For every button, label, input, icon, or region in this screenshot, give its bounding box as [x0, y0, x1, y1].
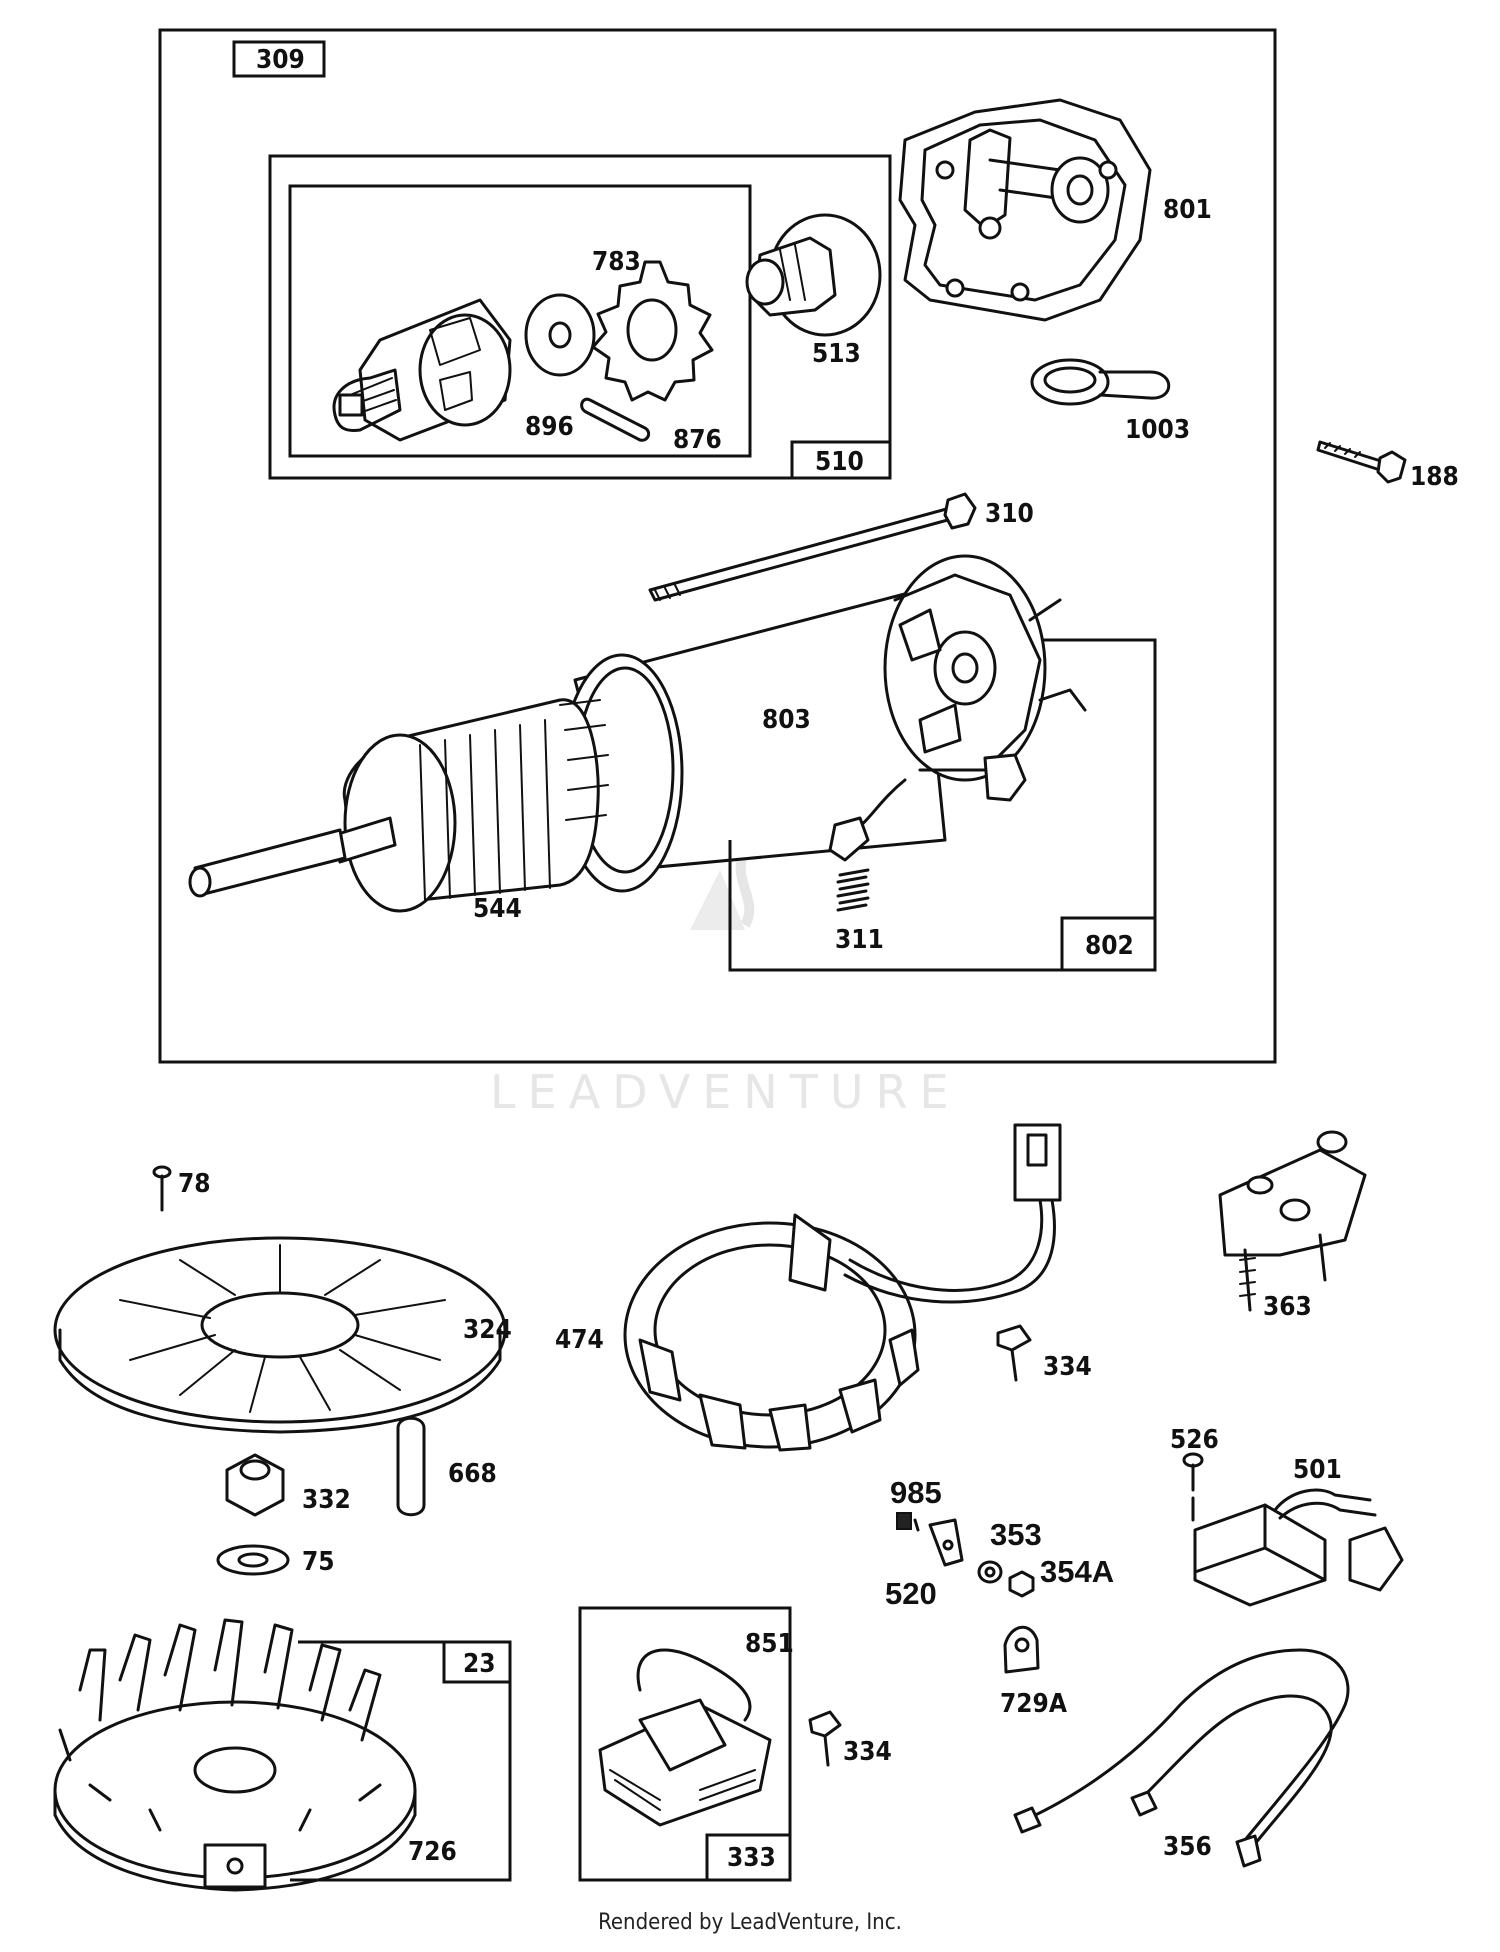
drive-clutch-part [332, 298, 512, 442]
box-23-tag [442, 1640, 512, 1684]
screen-324-part [53, 1236, 507, 1434]
harness-356-part [1013, 1648, 1350, 1868]
label-876: 876 [673, 425, 722, 455]
label-526: 526 [1170, 1425, 1219, 1455]
bracket-363-part [1218, 1130, 1367, 1312]
box-510-outer [268, 154, 892, 480]
label-729a: 729A [1000, 1689, 1067, 1719]
screw-334-upper-part [996, 1324, 1032, 1382]
label-513: 513 [812, 339, 861, 369]
label-896: 896 [525, 412, 574, 442]
label-311: 311 [835, 925, 884, 955]
grommet-729a-part [1003, 1626, 1040, 1674]
box-333-number: 333 [727, 1843, 776, 1873]
label-310: 310 [985, 499, 1034, 529]
box-333-frame [578, 1606, 792, 1882]
label-520: 520 [885, 1576, 937, 1611]
box-802-number: 802 [1085, 931, 1134, 961]
spring-311-part [836, 868, 870, 912]
box-23-number: 23 [463, 1649, 496, 1679]
alternator-474-part [623, 1123, 1062, 1452]
label-324: 324 [463, 1315, 512, 1345]
label-501: 501 [1293, 1455, 1342, 1485]
footer-credit: Rendered by LeadVenture, Inc. [598, 1910, 902, 1935]
bolt-188-part [1316, 440, 1407, 484]
box-510-inner [288, 184, 752, 458]
box-309-tag [232, 40, 326, 78]
through-bolt-310-part [648, 492, 977, 602]
box-309-number: 309 [256, 45, 305, 75]
retainer-513-part [745, 213, 882, 337]
box-510-tag [790, 440, 892, 480]
label-332: 332 [302, 1485, 351, 1515]
label-544: 544 [473, 894, 522, 924]
label-363: 363 [1263, 1292, 1312, 1322]
label-474: 474 [555, 1325, 604, 1355]
washer-896-part [524, 293, 596, 377]
ignition-armature-851-part [598, 1648, 772, 1827]
label-354a: 354A [1040, 1554, 1114, 1589]
end-cap-801-part [898, 98, 1152, 322]
label-1003: 1003 [1125, 415, 1190, 445]
screw-526-part [1182, 1452, 1204, 1522]
label-783: 783 [592, 247, 641, 277]
label-801: 801 [1163, 195, 1212, 225]
box-802-tag [1060, 916, 1157, 972]
label-353: 353 [990, 1517, 1042, 1552]
watermark-text: LEADVENTURE [490, 1065, 961, 1119]
pinion-gear-783-part [591, 260, 714, 402]
rectifier-501-part [1193, 1488, 1404, 1607]
label-334-upper: 334 [1043, 1352, 1092, 1382]
box-510-number: 510 [815, 447, 864, 477]
box-309-frame [158, 28, 1277, 1064]
key-668-part [396, 1416, 426, 1517]
washer-75-part [216, 1544, 290, 1576]
label-75: 75 [302, 1547, 335, 1577]
armature-544-part [188, 698, 609, 913]
label-985: 985 [890, 1475, 942, 1510]
label-726: 726 [408, 1837, 457, 1867]
screw-78-part [152, 1165, 172, 1212]
label-78: 78 [178, 1169, 211, 1199]
seal-1003-part [1030, 358, 1171, 406]
brush-end-802-part [828, 554, 1087, 862]
label-668: 668 [448, 1459, 497, 1489]
label-851: 851 [745, 1629, 794, 1659]
label-356: 356 [1163, 1832, 1212, 1862]
box-23-frame [290, 1640, 512, 1882]
label-803: 803 [762, 705, 811, 735]
flywheel-726-part [53, 1618, 417, 1892]
watermark: LEADVENTURE [490, 847, 961, 1119]
pin-876-part [580, 397, 651, 442]
screw-334-lower-part [808, 1710, 842, 1767]
box-333-tag [705, 1833, 792, 1882]
nut-332-part [225, 1453, 285, 1517]
label-334-lower: 334 [843, 1737, 892, 1767]
label-188: 188 [1410, 462, 1459, 492]
small-parts-985-group [896, 1512, 1035, 1598]
